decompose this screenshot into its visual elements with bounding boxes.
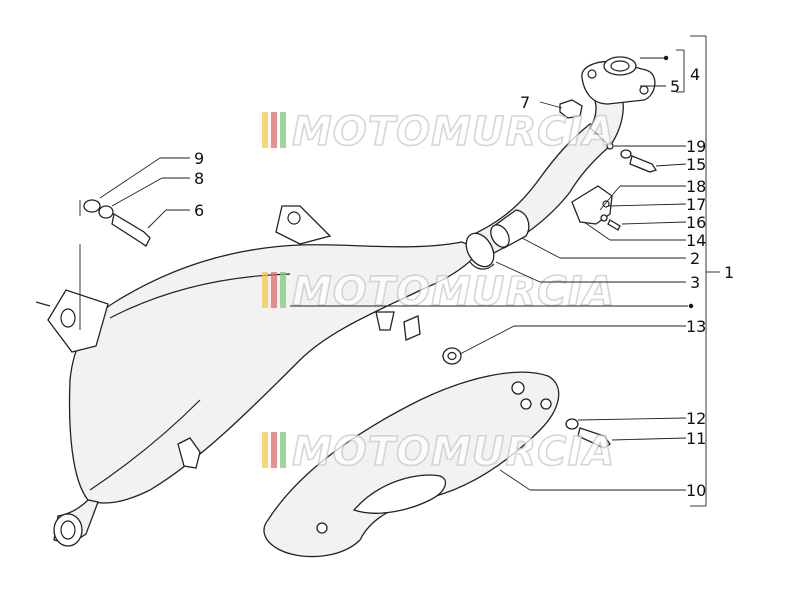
watermark-stripe xyxy=(262,432,268,468)
callout-18: 18 xyxy=(686,177,706,196)
callout-15: 15 xyxy=(686,155,706,174)
heat-shield xyxy=(263,371,560,558)
callout-7: 7 xyxy=(520,93,530,112)
callout-11: 11 xyxy=(686,429,706,448)
callout-3: 3 xyxy=(690,273,700,292)
watermark-stripe xyxy=(262,272,268,308)
watermark-stripe xyxy=(271,432,277,468)
callout-dot-body xyxy=(688,303,694,309)
callout-2: 2 xyxy=(690,249,700,268)
callout-4: 4 xyxy=(690,65,700,84)
callout-17: 17 xyxy=(686,195,706,214)
callout-1: 1 xyxy=(724,263,734,282)
exhaust-pipe xyxy=(465,56,656,270)
callout-12: 12 xyxy=(686,409,706,428)
watermark-2: MOTOMURCIA xyxy=(262,268,615,316)
watermark-text: MOTOMURCIA xyxy=(292,109,615,155)
watermark-stripe xyxy=(262,112,268,148)
watermark-stripe xyxy=(271,272,277,308)
watermark-3: MOTOMURCIA xyxy=(262,428,615,476)
callout-leaders xyxy=(79,35,720,507)
watermark-text: MOTOMURCIA xyxy=(292,429,615,475)
callout-19: 19 xyxy=(686,137,706,156)
callout-labels: 1 2 3 4 5 6 7 8 9 10 11 12 13 14 15 16 1… xyxy=(194,65,734,500)
callout-8: 8 xyxy=(194,169,204,188)
watermark-stripe xyxy=(280,432,286,468)
callout-16: 16 xyxy=(686,213,706,232)
callout-6: 6 xyxy=(194,201,204,220)
watermark-text: MOTOMURCIA xyxy=(292,269,615,315)
watermark-stripe xyxy=(280,112,286,148)
muffler-body xyxy=(35,205,481,547)
hardware xyxy=(83,99,658,449)
callout-13: 13 xyxy=(686,317,706,336)
callout-5: 5 xyxy=(670,77,680,96)
watermark-stripe xyxy=(280,272,286,308)
callout-14: 14 xyxy=(686,231,706,250)
callout-10: 10 xyxy=(686,481,706,500)
callout-9: 9 xyxy=(194,149,204,168)
watermark-1: MOTOMURCIA xyxy=(262,108,615,156)
watermark: MOTOMURCIA MOTOMURCIA MOTOMURCIA xyxy=(262,108,615,476)
watermark-stripe xyxy=(271,112,277,148)
